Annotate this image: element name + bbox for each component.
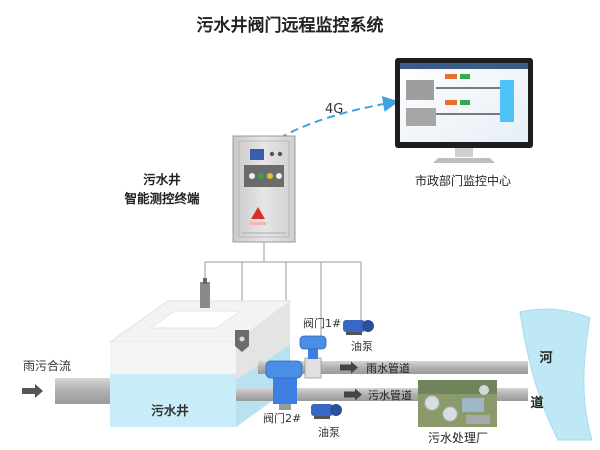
valve-1-icon	[299, 335, 327, 379]
river-label-top: 河	[539, 350, 552, 366]
pump-1-icon	[343, 320, 374, 335]
terminal-label-2: 智能测控终端	[123, 191, 200, 206]
inlet-arrow	[22, 384, 43, 398]
river-label-bottom: 道	[530, 395, 543, 411]
valve-2-label: 阀门2#	[263, 411, 301, 425]
rain-pipe	[258, 361, 528, 374]
valve-2-icon	[265, 360, 303, 410]
rain-flow-arrow	[340, 361, 358, 374]
well-label: 污水井	[151, 403, 189, 418]
control-cabinet	[232, 135, 296, 243]
inlet-label: 雨污合流	[23, 358, 71, 373]
valve-1-label: 阀门1#	[303, 316, 341, 330]
monitor-icon	[395, 58, 533, 163]
sewage-flow-arrow	[344, 388, 362, 401]
treatment-plant-image	[418, 380, 497, 427]
rain-pipe-label: 雨水管道	[366, 361, 410, 375]
monitor-caption: 市政部门监控中心	[415, 173, 511, 188]
inlet-pipe	[55, 378, 113, 404]
pump-1-label: 油泵	[351, 339, 373, 353]
river	[519, 308, 593, 441]
signal-label: 4G	[325, 102, 343, 117]
pump-2-icon	[311, 404, 342, 419]
terminal-label-1: 污水井	[143, 172, 181, 187]
sewage-pipe-label: 污水管道	[368, 388, 412, 402]
page-title: 污水井阀门远程监控系统	[197, 15, 384, 36]
plant-label: 污水处理厂	[428, 431, 488, 445]
probe-icon	[235, 330, 249, 352]
pump-2-label: 油泵	[318, 425, 340, 439]
level-sensor-icon	[200, 278, 210, 308]
